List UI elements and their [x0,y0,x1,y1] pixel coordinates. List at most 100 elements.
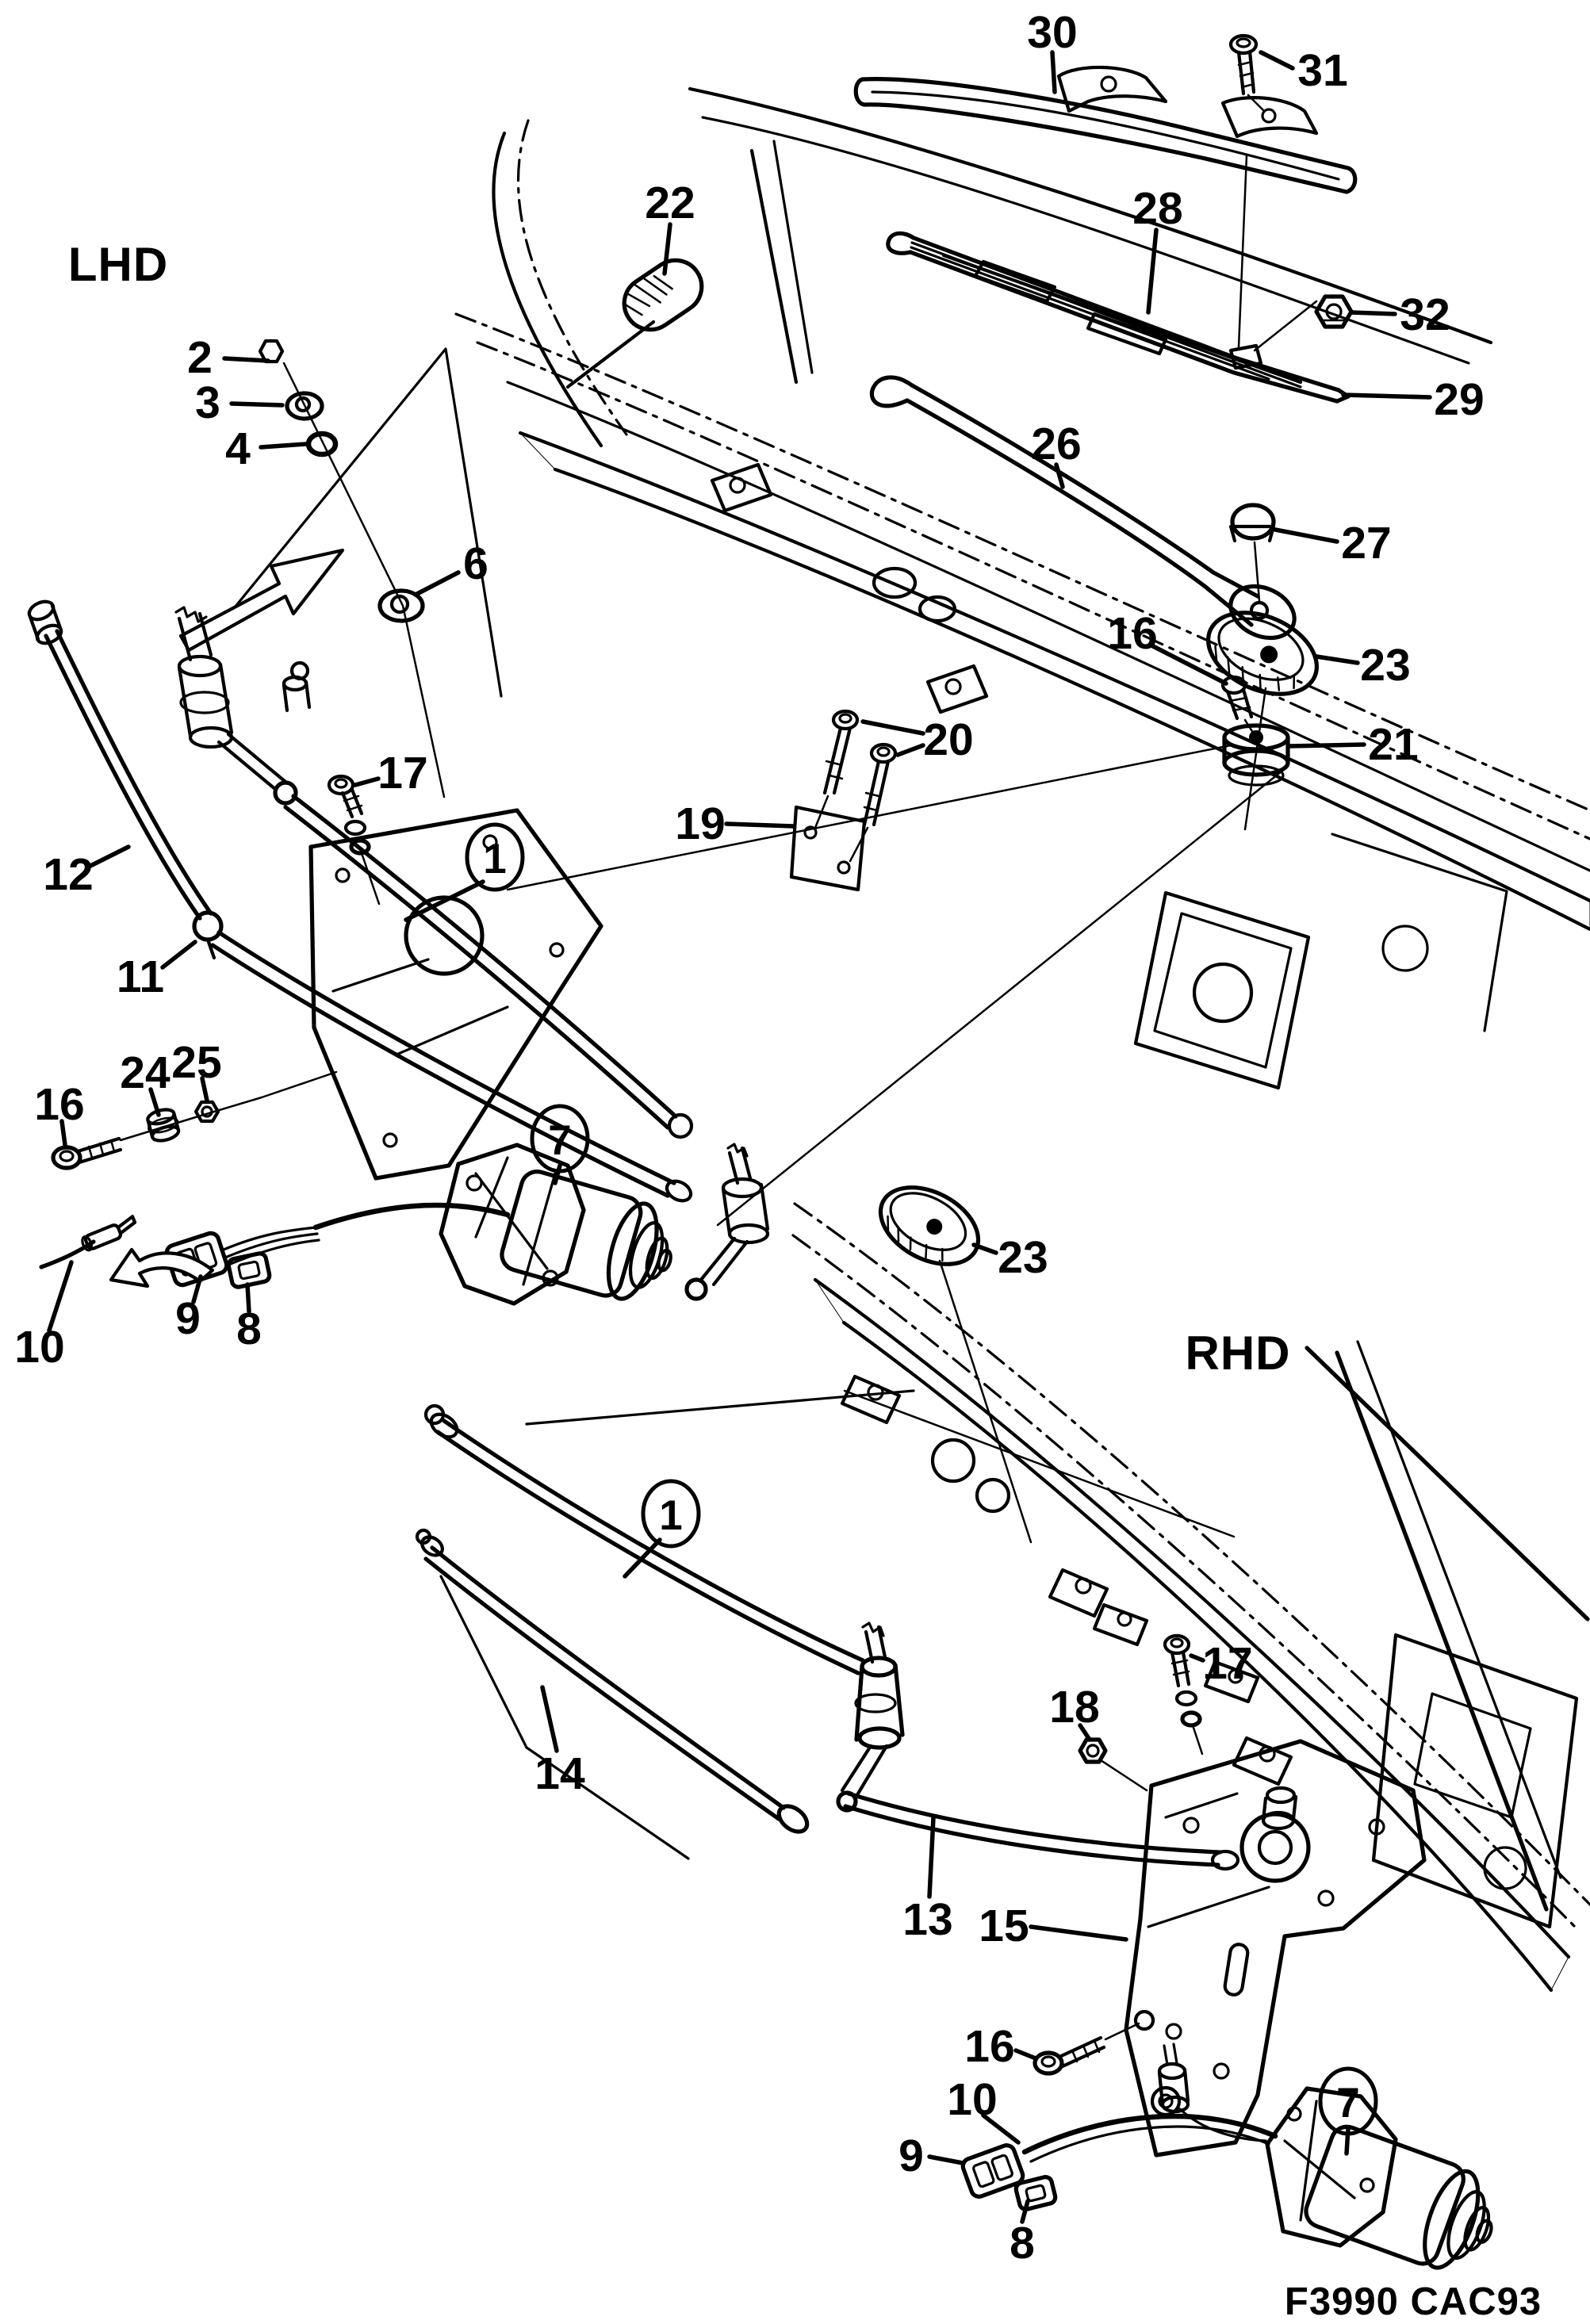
drawing-code: F3990 CAC93 [1285,2280,1542,2323]
callout-label-19: 19 [675,798,725,849]
grommet-23-rhd [878,1185,981,1266]
grommet-23-lhd [1206,611,1319,696]
drive-link-12 [27,599,213,921]
oring-4 [305,431,339,458]
callout-label-27: 27 [1341,518,1391,569]
drawing-code: F3990 CAC93 [1285,2280,1542,2323]
callout-label-29: 29 [1434,374,1484,425]
callout-21-16: 21 [1287,719,1419,770]
grommet-locator-line [938,1259,1033,1544]
link-rod-13 [843,1791,1240,1871]
callout-8-28: 8 [236,1282,262,1354]
disconnect-arrow [109,1247,215,1288]
callout-3-3: 3 [195,377,285,428]
callout-label-15: 15 [979,1901,1029,1951]
wiper-blade [886,231,1351,404]
windshield-apillar-lhd [492,86,1493,448]
callout-label-8: 8 [236,1304,262,1354]
screw-17-lhd [327,774,381,905]
callout-ring [1318,2066,1378,2136]
leader-line [1020,2199,1030,2224]
screws-20 [814,709,898,863]
leader-line [1146,228,1159,315]
callout-label-1: 1 [483,836,506,883]
callout-label-6: 6 [463,538,488,589]
leader-line [623,1537,662,1579]
callout-ring [530,1104,590,1173]
leader-line [148,1087,161,1117]
leader-line [927,1815,936,1899]
cap-22 [622,258,704,332]
callout-16-14: 16 [1107,608,1228,686]
callout-label-32: 32 [1400,289,1450,340]
callout-16-37: 16 [964,2021,1038,2072]
callout-24-24: 24 [120,1047,170,1117]
callout-25-25: 25 [171,1037,222,1103]
leader-line [553,1163,562,1185]
leader-line [229,401,285,408]
callout-26-12: 26 [1031,419,1082,489]
callout-18-34: 18 [1049,1682,1100,1742]
callout-label-24: 24 [120,1047,170,1098]
screw-16-rhd [1033,2022,1140,2076]
cowl-panel-lhd [219,312,1590,1227]
nut-2 [258,339,285,364]
callout-label-3: 3 [195,377,220,428]
leader-line [971,1242,998,1255]
washer-6 [377,588,425,623]
callout-ring [641,1479,701,1549]
washer-3 [285,391,324,421]
callout-32-10: 32 [1349,289,1450,340]
callout-8-40: 8 [1010,2199,1035,2268]
leader-line [1054,462,1065,489]
callout-label-2: 2 [187,332,213,383]
callout-23-30: 23 [971,1232,1048,1283]
bushing-24 [146,1108,181,1143]
connector-9-rhd [960,2143,1025,2199]
callout-31-8: 31 [1259,45,1348,96]
callout-2-2: 2 [187,332,270,383]
callout-17-19: 17 [353,748,428,798]
leader-line [895,743,925,757]
callout-label-28: 28 [1132,183,1182,234]
leader-line [245,1282,251,1314]
callout-label-7: 7 [1336,2080,1359,2127]
direction-arrow-lhd [178,548,345,653]
screw-17-rhd [1163,1633,1204,1755]
leader-line [200,1076,209,1103]
callout-1-20: 1 [404,822,525,922]
mounting-frame-lhd [308,808,603,1181]
callout-11-22: 11 [117,940,197,1002]
callout-20-17: 20 [860,714,974,765]
callout-label-21: 21 [1368,719,1418,770]
callout-label-18: 18 [1049,1682,1099,1732]
line-artwork [27,33,1590,2270]
callout-label-14: 14 [534,1748,585,1799]
callout-label-20: 20 [923,714,973,765]
callout-7-41: 7 [1318,2066,1378,2156]
ball-joint-11 [192,910,224,942]
callout-label-10: 10 [947,2074,997,2125]
callout-30-7: 30 [1027,7,1078,94]
callout-label-26: 26 [1031,419,1081,469]
pivot-spindle-right [684,1143,770,1301]
callout-label-11: 11 [117,951,164,1002]
washer-stack-lhd [178,258,704,653]
callout-label-31: 31 [1297,45,1347,96]
leader-line [88,844,131,868]
callout-label-17: 17 [1202,1638,1252,1689]
callout-label-23: 23 [1360,640,1410,691]
callout-1-31: 1 [623,1479,701,1579]
callout-label-17: 17 [377,748,427,798]
linkage-assembly-rhd [415,1403,1427,2157]
section-label-lhd: LHD [68,238,168,291]
callout-17-33: 17 [1189,1638,1253,1689]
spoiler-strip [853,33,1358,352]
section-label-lhd: LHD [68,238,168,291]
callout-23-15: 23 [1314,640,1411,691]
callout-label-9: 9 [898,2131,924,2181]
pivot-spindle-left [174,606,312,806]
callout-label-9: 9 [175,1293,201,1344]
callout-9-39: 9 [898,2131,965,2181]
